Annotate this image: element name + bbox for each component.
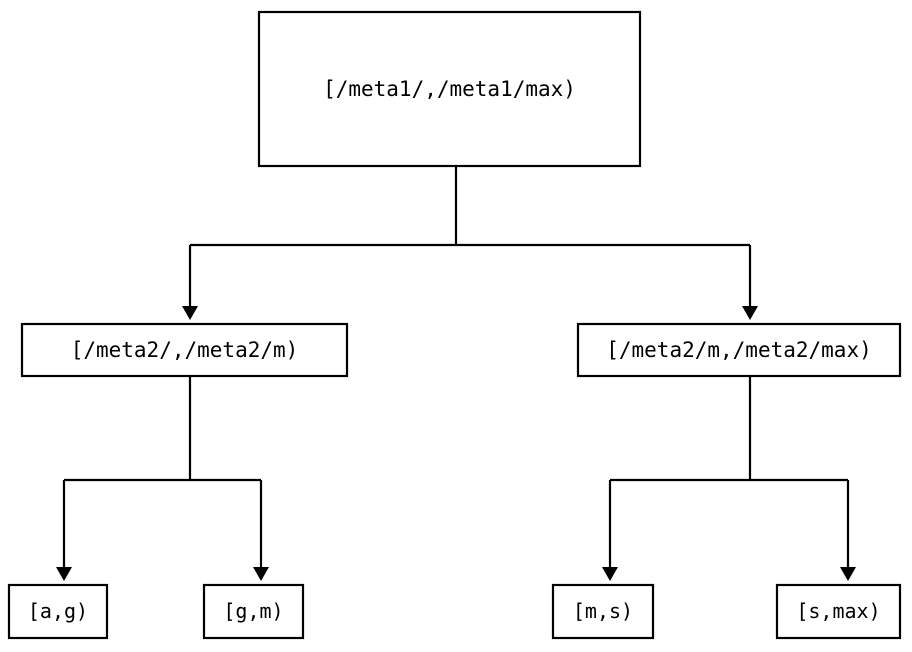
node-root[interactable]: [/meta1/,/meta1/max) [257, 10, 642, 168]
node-leaf-2[interactable]: [g,m) [202, 583, 305, 640]
edge-group-root [188, 166, 752, 307]
node-leaf-4-label: [s,max) [796, 599, 880, 623]
node-leaf-1-box [7, 583, 109, 640]
edge-group-mid-left [62, 376, 263, 568]
node-mid-right[interactable]: [/meta2/m,/meta2/max) [576, 322, 902, 378]
node-leaf-3-box [551, 583, 655, 640]
node-leaf-3-label: [m,s) [573, 599, 633, 623]
node-mid-left-box [20, 322, 349, 378]
node-mid-right-box [576, 322, 902, 378]
arrow-down-icon [253, 567, 269, 581]
edge-group-mid-right [608, 376, 850, 568]
node-leaf-2-box [202, 583, 305, 640]
node-leaf-3[interactable]: [m,s) [551, 583, 655, 640]
arrow-down-icon [56, 567, 72, 581]
node-leaf-4[interactable]: [s,max) [775, 583, 902, 640]
node-leaf-1-label: [a,g) [28, 599, 88, 623]
node-mid-left[interactable]: [/meta2/,/meta2/m) [20, 322, 349, 378]
node-root-label: [/meta1/,/meta1/max) [323, 77, 576, 101]
arrow-down-icon [742, 306, 758, 320]
arrow-down-icon [840, 567, 856, 581]
arrowhead-group [56, 306, 856, 581]
node-leaf-1[interactable]: [a,g) [7, 583, 109, 640]
arrow-down-icon [602, 567, 618, 581]
node-mid-left-label: [/meta2/,/meta2/m) [71, 338, 299, 362]
node-root-box [257, 10, 642, 168]
node-leaf-2-label: [g,m) [223, 599, 283, 623]
node-mid-right-label: [/meta2/m,/meta2/max) [606, 338, 872, 362]
node-leaf-4-box [775, 583, 902, 640]
arrow-down-icon [182, 306, 198, 320]
